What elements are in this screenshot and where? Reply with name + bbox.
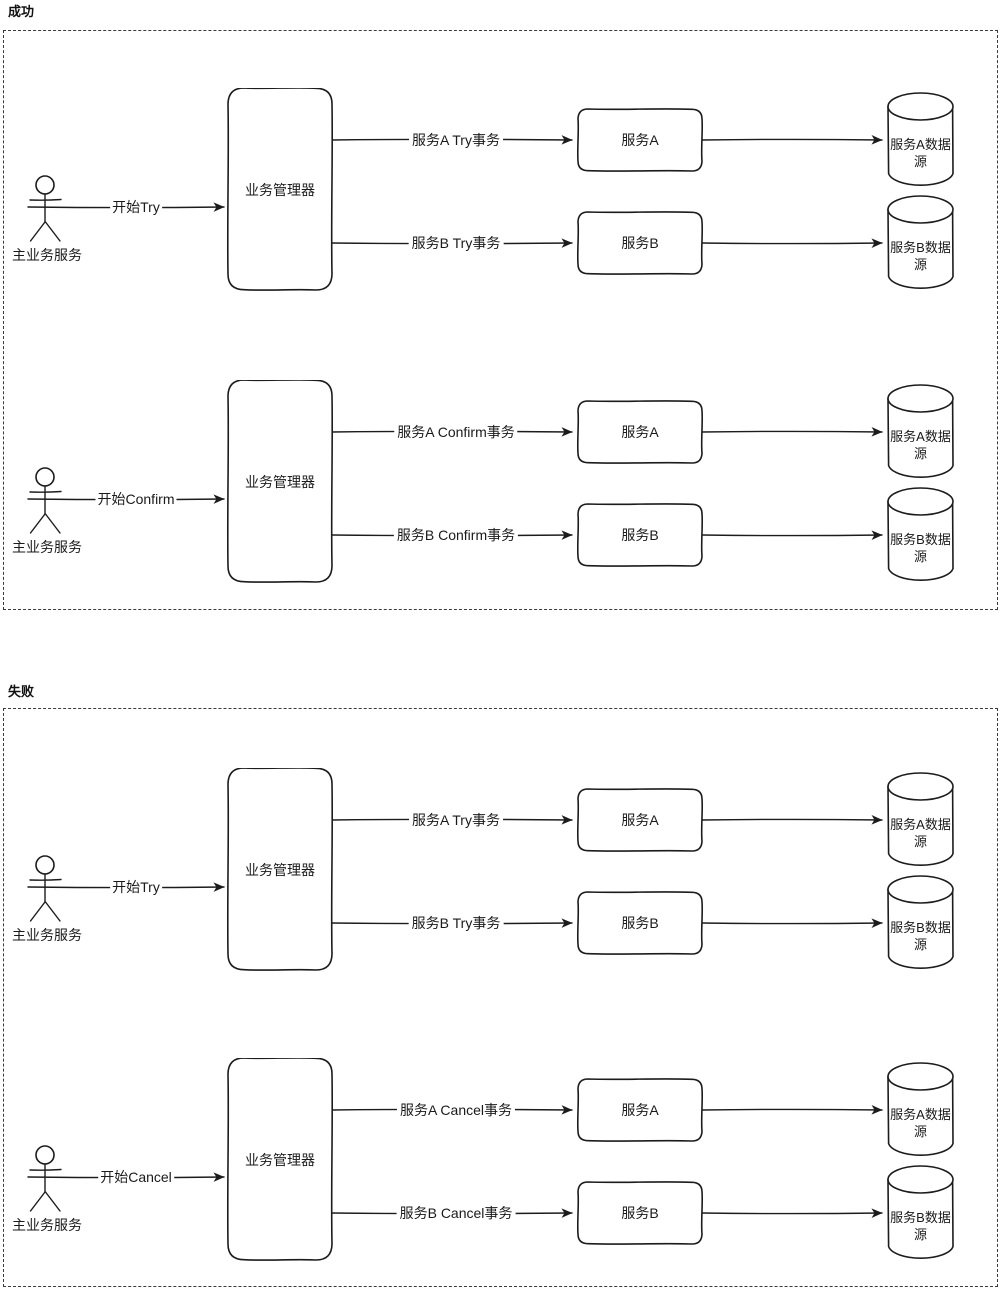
manager-box-label: 业务管理器 (245, 182, 315, 198)
section-box-failure (3, 708, 998, 1287)
message-label: 服务A Confirm事务 (394, 423, 518, 441)
datasource-label: 服务A数据源 (890, 1107, 951, 1139)
start-message-label: 开始Try (110, 198, 162, 216)
message-label: 服务B Try事务 (408, 914, 504, 932)
actor-icon-label: 主业务服务 (10, 246, 84, 264)
service-box-label: 服务B (621, 1205, 659, 1221)
datasource-label: 服务B数据源 (890, 920, 951, 952)
section-box-success (3, 30, 998, 610)
flow-shapes (0, 768, 1001, 980)
flow-success-confirm: 主业务服务 开始Confirm 业务管理器 服务A Confirm事务 服务A 服务A数据… (0, 380, 1001, 592)
service-box-label: 服务B (621, 915, 659, 931)
start-message-label: 开始Cancel (98, 1168, 174, 1186)
datasource-label: 服务B数据源 (890, 532, 951, 564)
datasource-label: 服务A数据源 (890, 429, 951, 461)
message-label: 服务A Try事务 (409, 131, 503, 149)
message-label: 服务B Cancel事务 (396, 1204, 516, 1222)
manager-box-label: 业务管理器 (245, 1152, 315, 1168)
datasource-label: 服务B数据源 (890, 1210, 951, 1242)
flow-shapes (0, 380, 1001, 592)
section-title-success: 成功 (8, 4, 35, 19)
message-label: 服务A Cancel事务 (396, 1101, 516, 1119)
start-message-label: 开始Try (110, 878, 162, 896)
service-box-label: 服务A (621, 424, 659, 440)
section-title-failure: 失败 (8, 684, 35, 699)
datasource-label: 服务A数据源 (890, 817, 951, 849)
service-box-label: 服务B (621, 235, 659, 251)
actor-icon-label: 主业务服务 (10, 538, 84, 556)
flow-failure-try: 主业务服务 开始Try 业务管理器 服务A Try事务 服务A 服务A数据源服务B Try… (0, 768, 1001, 980)
service-box-label: 服务A (621, 1102, 659, 1118)
flow-shapes (0, 88, 1001, 300)
message-label: 服务A Try事务 (409, 811, 503, 829)
message-label: 服务B Try事务 (408, 234, 504, 252)
manager-box-label: 业务管理器 (245, 474, 315, 490)
service-box-label: 服务B (621, 527, 659, 543)
service-box-label: 服务A (621, 812, 659, 828)
start-message-label: 开始Confirm (95, 490, 177, 508)
manager-box-label: 业务管理器 (245, 862, 315, 878)
message-label: 服务B Confirm事务 (393, 526, 519, 544)
actor-icon-label: 主业务服务 (10, 926, 84, 944)
flow-success-try: 主业务服务 开始Try 业务管理器 服务A Try事务 服务A 服务A数据源服务B Try… (0, 88, 1001, 300)
datasource-label: 服务B数据源 (890, 240, 951, 272)
actor-icon-label: 主业务服务 (10, 1216, 84, 1234)
flow-shapes (0, 1058, 1001, 1270)
service-box-label: 服务A (621, 132, 659, 148)
datasource-label: 服务A数据源 (890, 137, 951, 169)
